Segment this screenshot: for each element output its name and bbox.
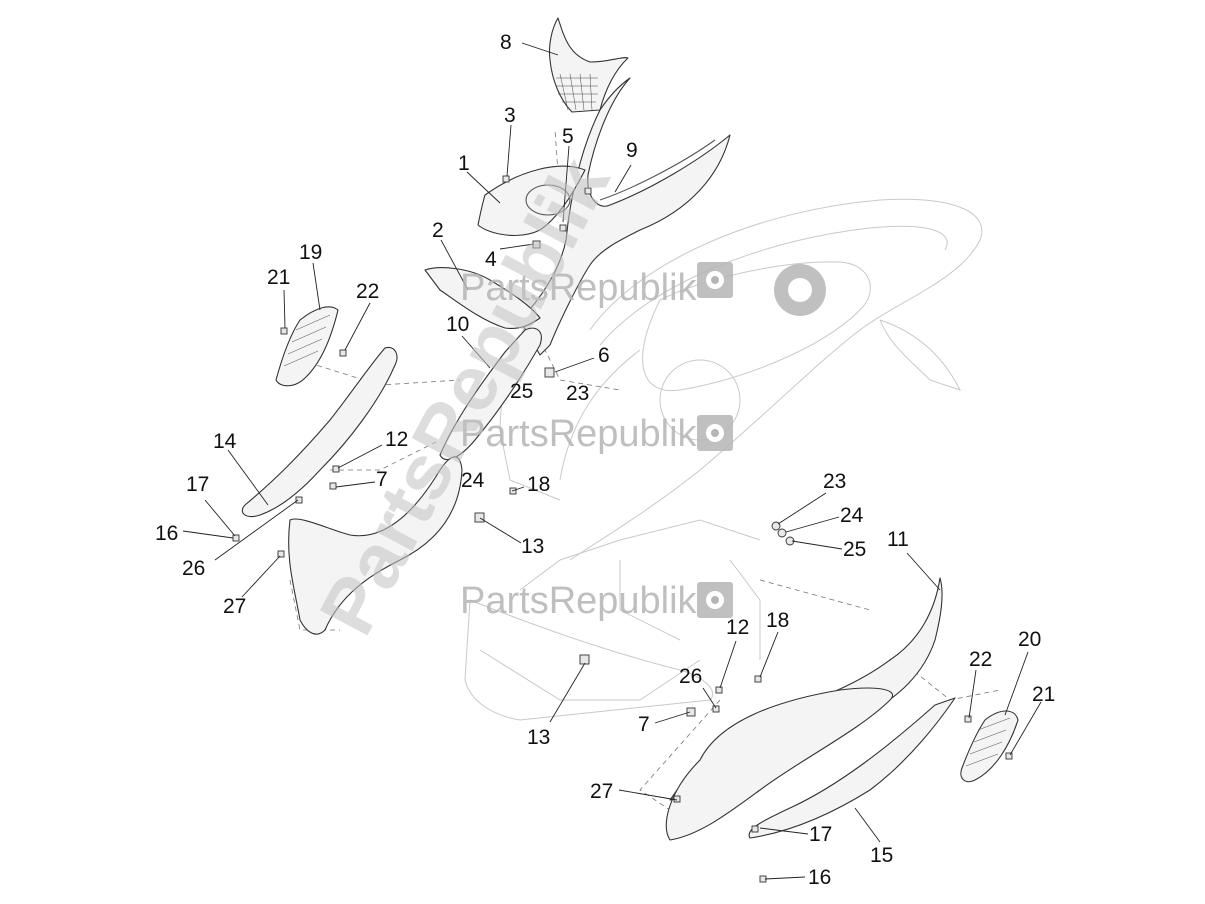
callout-4: 4 (485, 248, 497, 271)
callout-19: 19 (299, 241, 322, 264)
callout-labels: 8 3 5 9 1 2 4 19 21 22 10 6 23 25 14 12 … (155, 31, 1055, 889)
callout-25a: 25 (510, 380, 533, 403)
callout-17a: 17 (186, 473, 209, 496)
part-floor-left-tray (288, 456, 463, 635)
callout-25b: 25 (843, 538, 866, 561)
callout-26a: 26 (182, 557, 205, 580)
callout-9: 9 (626, 139, 638, 162)
callout-2: 2 (432, 219, 444, 242)
callout-27b: 27 (590, 780, 613, 803)
callout-10: 10 (446, 313, 469, 336)
callout-3: 3 (504, 104, 516, 127)
leader-lines (182, 42, 1042, 880)
callout-21b: 21 (1032, 683, 1055, 706)
callout-21a: 21 (267, 266, 290, 289)
part-11-right-tray (665, 687, 893, 841)
callout-8: 8 (500, 31, 512, 54)
callout-16a: 16 (155, 522, 178, 545)
callout-12a: 12 (385, 428, 408, 451)
part-14-left-panel (241, 346, 398, 518)
callout-12b: 12 (726, 616, 749, 639)
callout-1: 1 (458, 152, 470, 175)
callout-13a: 13 (521, 535, 544, 558)
callout-7b: 7 (638, 713, 650, 736)
watermark-group: PartsRepublik PartsRepublik PartsRepubli… (302, 143, 826, 648)
callout-5: 5 (562, 125, 574, 148)
callout-6: 6 (598, 344, 610, 367)
part-1-fuel-cover (477, 165, 586, 236)
watermark-gear-icon (697, 262, 733, 298)
callout-16b: 16 (808, 866, 831, 889)
callout-23b: 23 (823, 470, 846, 493)
part-1-fuel-cap (525, 184, 571, 216)
watermark-gear-icon (697, 582, 733, 618)
callout-23a: 23 (566, 382, 589, 405)
part-shield-inner (599, 139, 716, 201)
watermark-gear-icon (697, 415, 733, 451)
callout-13b: 13 (527, 726, 550, 749)
callout-7a: 7 (376, 468, 388, 491)
callout-18a: 18 (527, 473, 550, 496)
callout-15: 15 (870, 844, 893, 867)
watermark-gear-icon-large (774, 264, 826, 316)
part-19-left-cover (275, 306, 339, 387)
watermark-text-1: PartsRepublik (460, 267, 698, 309)
watermark-text-3: PartsRepublik (460, 580, 698, 622)
part-8-mesh (556, 73, 598, 111)
part-2-front-cover (424, 267, 541, 329)
callout-18b: 18 (766, 609, 789, 632)
watermark-text-2: PartsRepublik (460, 413, 698, 455)
callout-22b: 22 (969, 648, 992, 671)
part-15-right-trim (748, 697, 956, 839)
hardware-screws (232, 175, 1013, 883)
part-8-grille-cover (548, 17, 629, 113)
part-20-right-cover (960, 710, 1019, 783)
part-19-mesh (283, 314, 331, 367)
callout-22a: 22 (356, 280, 379, 303)
callout-20: 20 (1018, 628, 1041, 651)
callout-24a: 24 (461, 469, 485, 492)
callout-11: 11 (887, 528, 909, 551)
part-20-mesh (965, 717, 1011, 767)
callout-17b: 17 (809, 823, 832, 846)
callout-27a: 27 (223, 595, 246, 618)
part-10-footboard (439, 327, 542, 460)
callout-24b: 24 (840, 504, 864, 527)
callout-14: 14 (213, 430, 237, 453)
callout-26b: 26 (679, 665, 702, 688)
